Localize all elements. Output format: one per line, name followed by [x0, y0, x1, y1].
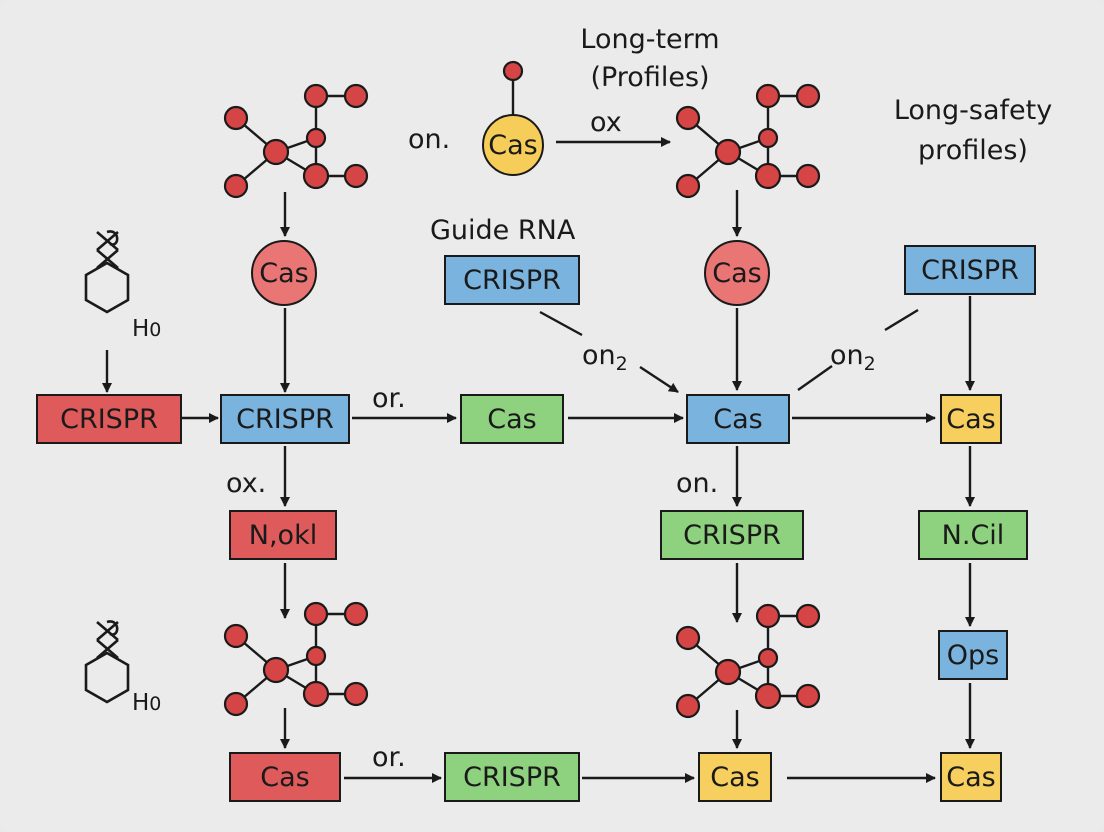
molecule-atom	[223, 691, 249, 717]
molecule-atom	[675, 693, 701, 719]
molecule-atom	[223, 105, 249, 131]
box-cas-blue-center: Cas	[686, 394, 790, 444]
label-ox-top: ox	[590, 107, 622, 138]
box-cas-red-bottom: Cas	[229, 752, 341, 802]
label-on-mid: on.	[676, 468, 719, 499]
molecule-atom	[343, 163, 369, 189]
molecule-bottom-left	[223, 601, 369, 717]
molecule-atom	[262, 138, 290, 166]
label-or-mid: or.	[372, 383, 406, 414]
connector-right-dash-2	[884, 308, 919, 332]
molecule-atom	[675, 105, 701, 131]
molecule-atom	[714, 658, 742, 686]
molecule-atom	[343, 681, 369, 707]
molecule-atom	[303, 83, 329, 109]
molecule-atom	[223, 173, 249, 199]
molecule-atom	[305, 127, 327, 149]
hexagon-structure-top	[84, 230, 130, 314]
molecule-atom	[343, 83, 369, 109]
molecule-atom	[262, 656, 290, 684]
molecule-bottom-right	[675, 603, 821, 719]
label-ox-left: ox.	[226, 468, 267, 499]
molecule-atom	[302, 162, 330, 190]
molecule-atom	[303, 601, 329, 627]
molecule-atom	[675, 173, 701, 199]
molecule-atom	[223, 623, 249, 649]
box-nokl: N,okl	[229, 510, 337, 560]
arrow-guide-to-cas-blue	[639, 365, 679, 394]
box-cas-yellow-bottom-mid: Cas	[698, 752, 772, 802]
box-crispr-green-mid: CRISPR	[660, 510, 804, 560]
box-cas-yellow-right: Cas	[940, 394, 1002, 444]
cas-circle-left: Cas	[251, 240, 317, 306]
title-profiles: (Profiles)	[590, 62, 710, 93]
molecule-atom	[755, 603, 781, 629]
molecule-atom	[754, 162, 782, 190]
molecule-atom	[305, 645, 327, 667]
molecule-atom	[755, 83, 781, 109]
molecule-atom	[714, 138, 742, 166]
molecule-atom	[343, 601, 369, 627]
label-h0-bottom: H0	[132, 690, 162, 716]
box-ncil: N.Cil	[918, 510, 1028, 560]
molecule-atom	[757, 127, 779, 149]
molecule-top-left	[223, 83, 369, 199]
molecule-atom	[795, 83, 821, 109]
cas-top-stem-node	[502, 60, 524, 82]
molecule-atom	[795, 603, 821, 629]
connector-right-dash-1	[797, 365, 833, 391]
label-or-bottom: or.	[372, 742, 406, 773]
label-h0-top: H0	[132, 316, 162, 342]
molecule-atom	[795, 163, 821, 189]
box-crispr-guide: CRISPR	[444, 255, 580, 305]
label-on2-left: on2	[582, 340, 628, 375]
cas-circle-right: Cas	[704, 240, 770, 306]
box-ops: Ops	[938, 630, 1008, 680]
molecule-atom	[675, 625, 701, 651]
label-on2-right: on2	[830, 340, 876, 375]
title-long-safety: Long-safety	[893, 95, 1053, 126]
molecule-atom	[302, 680, 330, 708]
hexagon-structure-bottom	[84, 620, 130, 704]
molecule-atom	[795, 683, 821, 709]
molecule-atom	[757, 647, 779, 669]
box-crispr-blue: CRISPR	[220, 394, 350, 444]
cas-circle-top: Cas	[482, 114, 544, 176]
box-crispr-red: CRISPR	[36, 394, 182, 444]
molecule-top-right	[675, 83, 821, 199]
box-crispr-top-right: CRISPR	[904, 245, 1036, 295]
title-long-term: Long-term	[580, 24, 720, 55]
label-guide-rna: Guide RNA	[430, 215, 576, 246]
box-cas-green: Cas	[460, 394, 564, 444]
box-crispr-green-bottom: CRISPR	[444, 752, 580, 802]
box-cas-yellow-bottom-right: Cas	[940, 752, 1002, 802]
title-safety-profiles: profiles)	[918, 135, 1028, 166]
label-on-top: on.	[408, 124, 451, 155]
connector-guide-dash	[539, 310, 583, 337]
molecule-atom	[754, 682, 782, 710]
